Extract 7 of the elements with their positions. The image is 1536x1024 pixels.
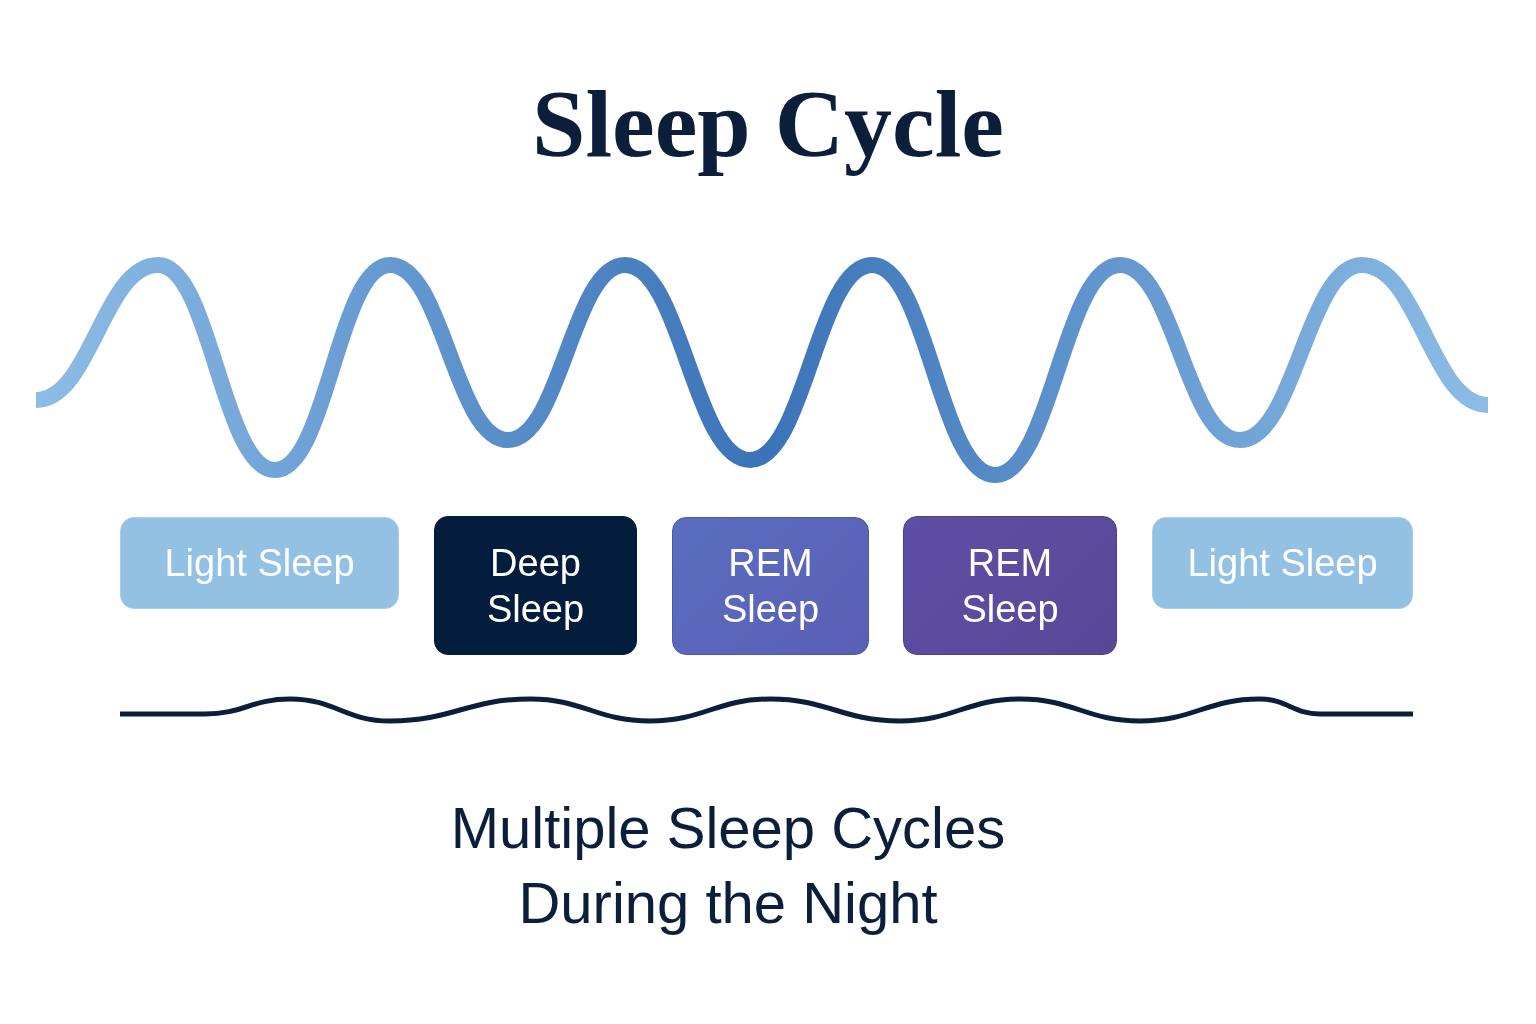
sleep-stage-box: Deep Sleep: [434, 516, 637, 655]
sleep-stage-box: Light Sleep: [1152, 517, 1413, 609]
title: Sleep Cycle: [531, 69, 1005, 179]
sleep-stage-box: Light Sleep: [120, 517, 399, 609]
caption: Multiple Sleep Cycles During the Night: [449, 794, 1007, 937]
sleep-stage-box: REM Sleep: [672, 517, 869, 655]
sleep-stage-box: REM Sleep: [903, 516, 1117, 655]
